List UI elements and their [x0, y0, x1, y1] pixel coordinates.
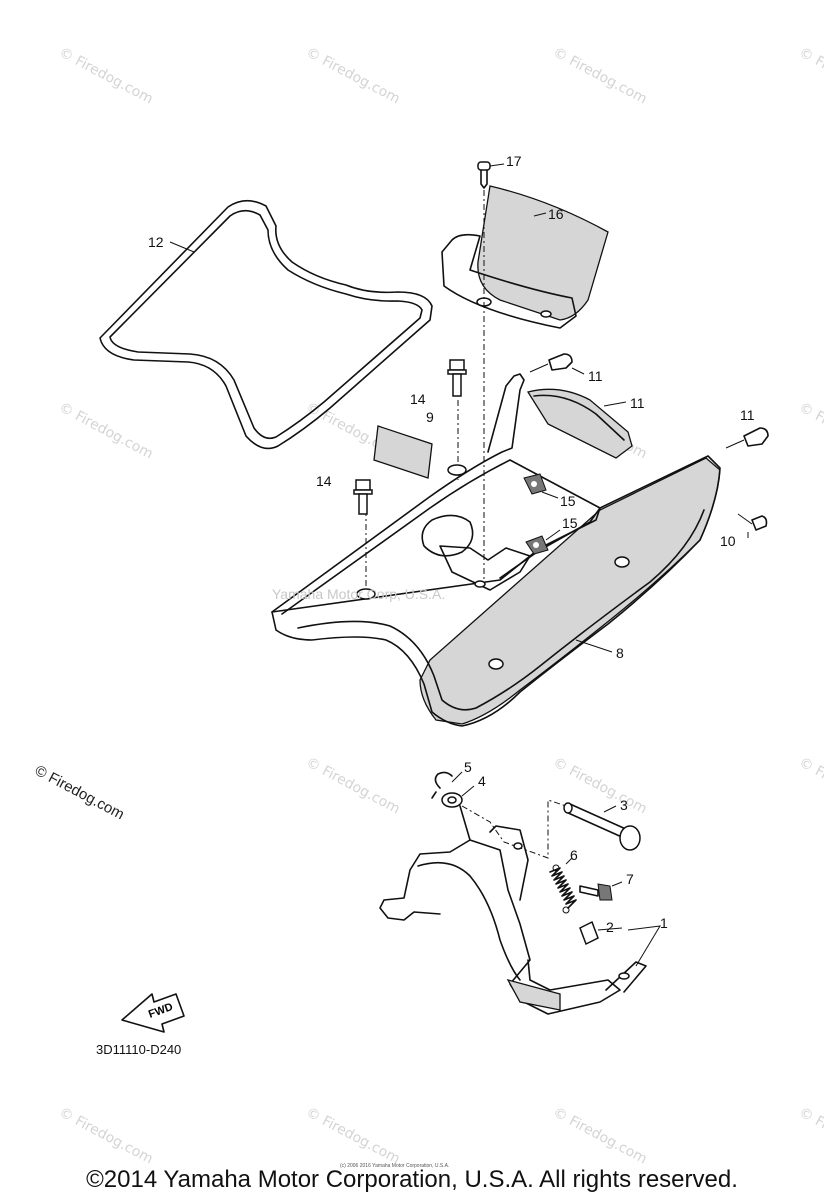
- copyright-footer: ©2014 Yamaha Motor Corporation, U.S.A. A…: [86, 1166, 738, 1193]
- part-7-bolt: [579, 883, 613, 901]
- part-4-washer: [441, 792, 463, 808]
- watermark: © Firedog.com: [56, 1104, 155, 1167]
- callout-5: 5: [464, 759, 472, 775]
- watermark: © Firedog.com: [796, 399, 824, 462]
- watermark: © Firedog.com: [796, 44, 824, 107]
- callout-14-upper: 14: [410, 391, 426, 407]
- watermark: © Firedog.com: [796, 754, 824, 817]
- part-6-spring: [549, 864, 577, 914]
- callout-6: 6: [570, 847, 578, 863]
- callout-1: 1: [660, 915, 668, 931]
- tiny-copyright-note: (c) 2006 2016 Yamaha Motor Corporation, …: [340, 1163, 450, 1169]
- fwd-label: FWD: [147, 1001, 175, 1021]
- callout-15-upper: 15: [560, 493, 576, 509]
- callout-3: 3: [620, 797, 628, 813]
- part-16-cover: [441, 185, 609, 329]
- callout-16: 16: [548, 206, 564, 222]
- part-2-stopper: [579, 920, 599, 946]
- part-13-floor-mat: [99, 199, 433, 450]
- callout-12: 11: [630, 395, 645, 411]
- fwd-arrow-icon: FWD: [121, 993, 185, 1033]
- part-8-floor-board: [271, 373, 721, 727]
- callout-8: 8: [616, 645, 624, 661]
- watermark: © Firedog.com: [550, 1104, 649, 1167]
- watermark: © Firedog.com: [796, 1104, 824, 1167]
- part-main-stand: [379, 805, 647, 1015]
- diagram-code: 3D11110-D240: [96, 1042, 182, 1057]
- part-9-pad: [373, 425, 433, 479]
- part-5-circlip: [431, 771, 453, 799]
- watermark: © Firedog.com: [303, 44, 402, 107]
- watermark: © Firedog.com: [303, 754, 402, 817]
- part-17-screw: [477, 161, 491, 189]
- part-14-bolt-lower: [353, 479, 373, 515]
- part-12-strip: [526, 388, 633, 459]
- callout-9: 9: [426, 409, 434, 425]
- watermark: © Firedog.com: [550, 44, 649, 107]
- watermark-grid: © Firedog.com © Firedog.com © Firedog.co…: [56, 44, 824, 1167]
- callout-17: 17: [506, 153, 522, 169]
- callout-11-right: 11: [740, 407, 755, 423]
- callout-14-lower: 14: [316, 473, 332, 489]
- callout-7: 7: [626, 871, 634, 887]
- callout-11-upper: 11: [588, 368, 603, 384]
- part-11-rivet-upper: [529, 353, 573, 373]
- part-11-rivet-right: [725, 427, 769, 449]
- callout-4: 4: [478, 773, 486, 789]
- part-10-screw: [737, 513, 768, 531]
- callout-13: 12: [148, 234, 164, 250]
- callout-2: 2: [606, 919, 614, 935]
- watermark: © Firedog.com: [303, 1104, 402, 1167]
- watermark: © Firedog.com: [56, 44, 155, 107]
- callout-15-lower: 15: [562, 515, 578, 531]
- part-3-shaft: [563, 802, 641, 851]
- part-15-nut-upper: [523, 473, 547, 495]
- center-watermark: Yamaha Motor Corp, U.S.A.: [272, 586, 446, 602]
- callout-10: 10: [720, 533, 736, 549]
- part-14-bolt-upper: [447, 359, 467, 476]
- watermark: © Firedog.com: [56, 399, 155, 462]
- part-15-nut-lower: [525, 535, 549, 555]
